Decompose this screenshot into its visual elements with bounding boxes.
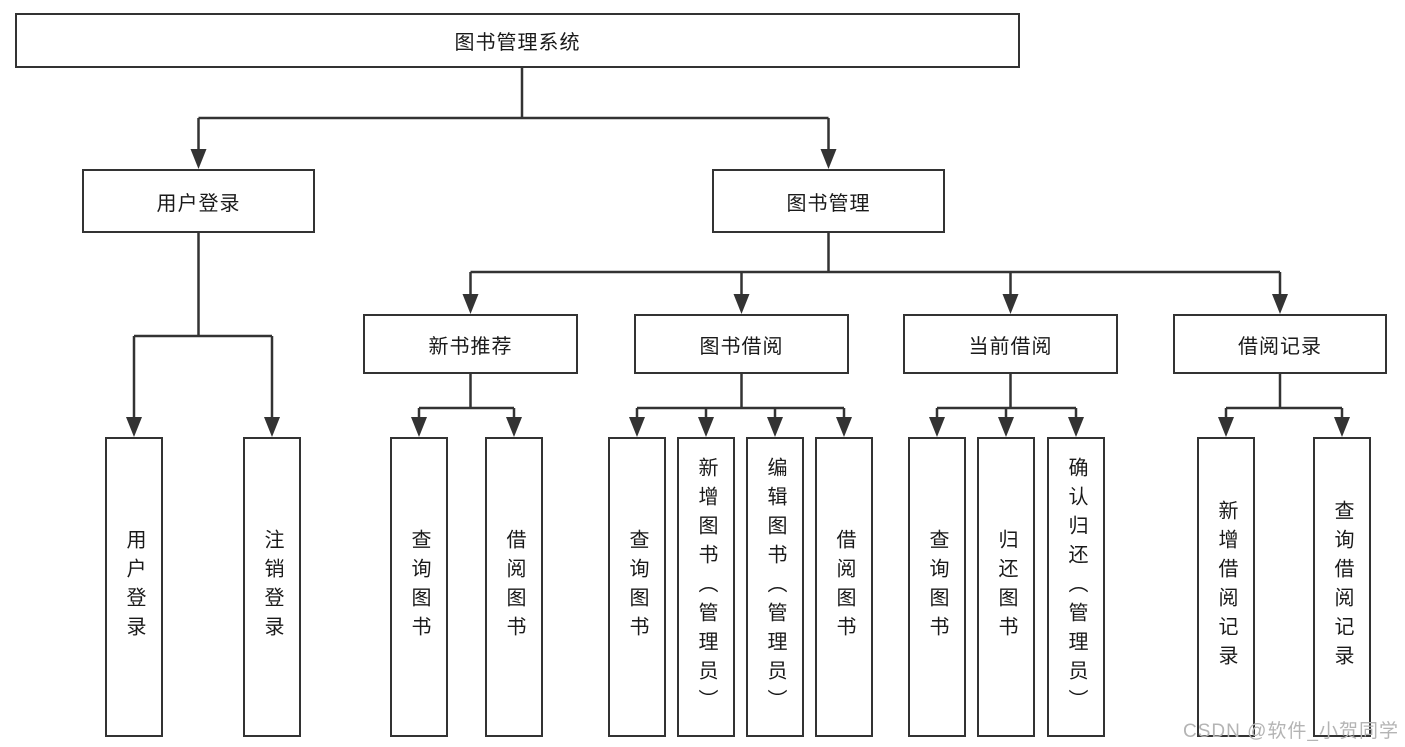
arrow-down-icon (264, 417, 280, 437)
leaf-logout: 注销登录 (243, 437, 301, 737)
node-new-book-recommend: 新书推荐 (363, 314, 578, 374)
arrow-down-icon (698, 417, 714, 437)
arrow-down-icon (1334, 417, 1350, 437)
arrow-down-icon (629, 417, 645, 437)
node-book-management: 图书管理 (712, 169, 945, 233)
arrow-down-icon (411, 417, 427, 437)
watermark-text: CSDN @软件_小贺同学 (1183, 721, 1399, 742)
leaf-borrow-borrow-books: 借阅图书 (815, 437, 873, 737)
node-user-login: 用户登录 (82, 169, 315, 233)
leaf-borrow-query-books: 查询图书 (608, 437, 666, 737)
leaf-recommend-query-books: 查询图书 (390, 437, 448, 737)
arrow-down-icon (1218, 417, 1234, 437)
node-borrow-records: 借阅记录 (1173, 314, 1387, 374)
leaf-records-query-record: 查询借阅记录 (1313, 437, 1371, 737)
arrow-down-icon (126, 417, 142, 437)
arrow-down-icon (1068, 417, 1084, 437)
arrow-down-icon (506, 417, 522, 437)
arrow-down-icon (1002, 294, 1019, 314)
node-book-borrow: 图书借阅 (634, 314, 849, 374)
node-library-management-system: 图书管理系统 (15, 13, 1020, 68)
arrow-down-icon (998, 417, 1014, 437)
node-current-borrow: 当前借阅 (903, 314, 1118, 374)
leaf-records-add-record: 新增借阅记录 (1197, 437, 1255, 737)
arrow-down-icon (733, 294, 750, 314)
arrowheads (126, 149, 1350, 437)
leaf-current-return-books: 归还图书 (977, 437, 1035, 737)
leaf-current-query-books: 查询图书 (908, 437, 966, 737)
leaf-user-login: 用户登录 (105, 437, 163, 737)
arrow-down-icon (190, 149, 207, 169)
arrow-down-icon (1272, 294, 1288, 314)
arrow-down-icon (820, 149, 837, 169)
leaf-borrow-edit-books-admin: 编辑图书（管理员） (746, 437, 804, 737)
arrow-down-icon (767, 417, 783, 437)
leaf-borrow-add-books-admin: 新增图书（管理员） (677, 437, 735, 737)
connector-paths (132, 68, 1344, 420)
leaf-recommend-borrow-books: 借阅图书 (485, 437, 543, 737)
arrow-down-icon (929, 417, 945, 437)
arrow-down-icon (836, 417, 852, 437)
leaf-current-confirm-return-admin: 确认归还（管理员） (1047, 437, 1105, 737)
arrow-down-icon (462, 294, 479, 314)
